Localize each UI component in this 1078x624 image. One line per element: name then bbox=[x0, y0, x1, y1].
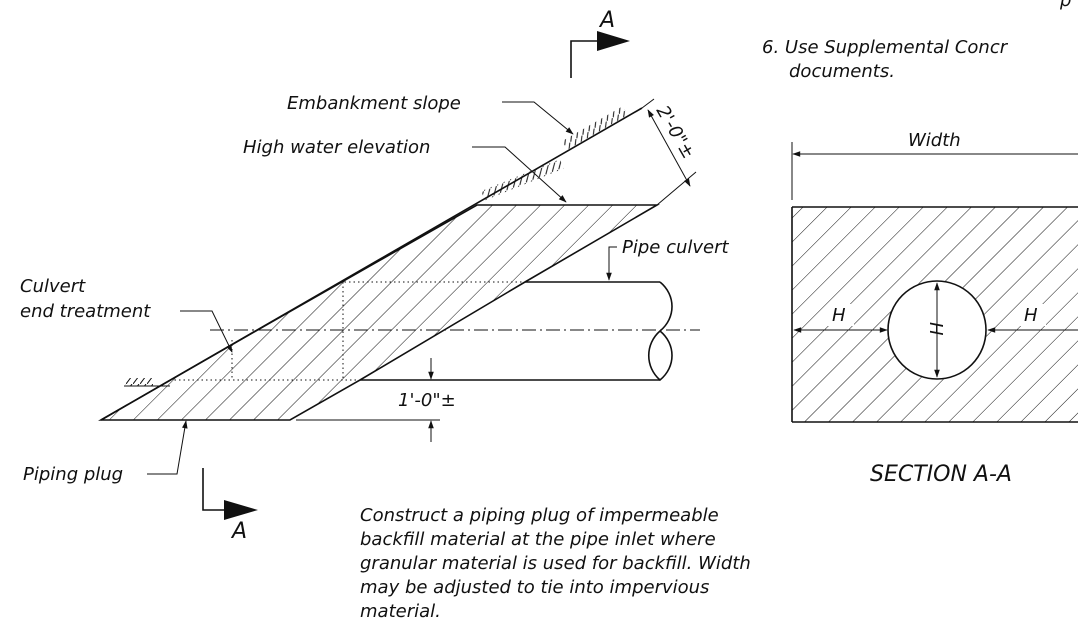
h-right-bg bbox=[1020, 304, 1046, 326]
label-h-right: H bbox=[1024, 305, 1038, 326]
label-h-left: H bbox=[832, 305, 846, 326]
ground-soil-marks bbox=[125, 378, 153, 386]
dim-top-dimline bbox=[647, 109, 691, 187]
slope-soil-marks-upper bbox=[562, 106, 628, 150]
section-marker-top-letter: A bbox=[598, 8, 615, 33]
dim-top-ext1 bbox=[641, 98, 655, 109]
slope-soil-marks-lower bbox=[481, 159, 564, 201]
pipe-break-symbol bbox=[647, 281, 673, 382]
dim-bottom-text: 1'-0"± bbox=[398, 390, 456, 411]
leader-embankment-slope bbox=[502, 101, 574, 135]
note-fragment-top: p bbox=[1059, 0, 1071, 11]
dim-top-ext2 bbox=[656, 171, 697, 206]
label-culvert-line1: Culvert bbox=[20, 276, 86, 297]
section-marker-bottom-arrowhead bbox=[224, 500, 258, 520]
leader-high-water bbox=[472, 146, 567, 203]
note-item6-line2: documents. bbox=[789, 61, 895, 82]
label-h-center: H bbox=[925, 322, 946, 336]
section-marker-bottom-letter: A bbox=[230, 519, 247, 544]
label-pipe-culvert: Pipe culvert bbox=[622, 237, 730, 258]
section-marker-top bbox=[570, 40, 599, 78]
label-piping-plug: Piping plug bbox=[23, 464, 123, 485]
section-marker-top-arrowhead bbox=[597, 31, 630, 51]
leader-piping-plug bbox=[147, 420, 188, 475]
note-item6-line1: 6. Use Supplemental Concr bbox=[762, 37, 1009, 58]
section-title: SECTION A-A bbox=[870, 462, 1012, 487]
label-embankment-slope: Embankment slope bbox=[287, 93, 461, 114]
embankment-slope-line bbox=[100, 107, 643, 421]
label-high-water-elevation: High water elevation bbox=[243, 137, 430, 158]
piping-plug-region bbox=[98, 204, 660, 421]
label-width: Width bbox=[908, 130, 961, 151]
leader-culvert-end-treatment bbox=[180, 310, 233, 353]
leader-pipe-culvert bbox=[606, 246, 617, 281]
h-left-bg bbox=[828, 304, 854, 326]
piping-plug-note: Construct a piping plug of impermeable b… bbox=[360, 505, 751, 622]
dim-top-text: 2'-0"± bbox=[652, 102, 699, 162]
section-marker-bottom bbox=[202, 468, 226, 511]
label-culvert-line2: end treatment bbox=[20, 301, 151, 322]
